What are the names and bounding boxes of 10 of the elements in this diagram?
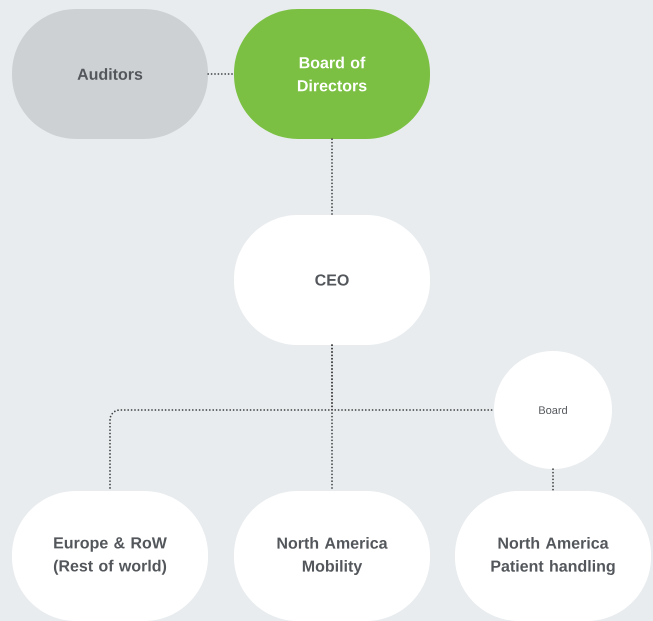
group-box: Europe & RoW (Rest of world) [12,491,208,621]
group-box: CEO [234,215,430,345]
connector-line [552,468,554,492]
group-box: Auditors [12,9,208,139]
group-box: North America Mobility [234,491,430,621]
connector-line [331,344,495,411]
group-box: North America Patient handling [455,491,651,621]
connector-line [331,138,333,216]
connector-line [207,73,235,75]
group-box: Board of Directors [234,9,430,139]
